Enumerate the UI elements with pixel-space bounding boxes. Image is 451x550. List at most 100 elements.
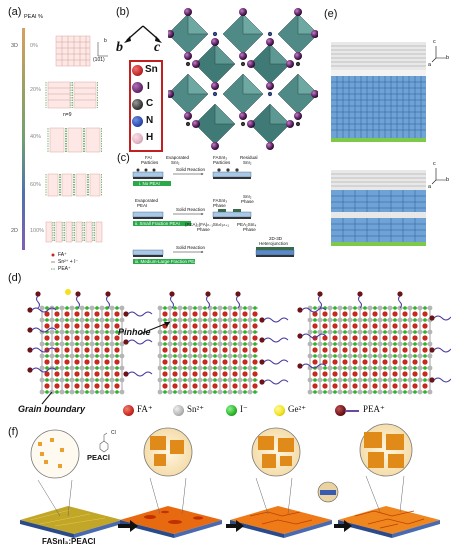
- fa-atom: [412, 323, 418, 329]
- element-legend-n: N: [132, 115, 162, 129]
- i-atom: [403, 318, 407, 322]
- i-atom: [353, 366, 357, 370]
- pea-chain: [301, 363, 327, 369]
- i-atom: [183, 306, 187, 310]
- fa-atom: [342, 311, 348, 317]
- fa-atom: [352, 371, 358, 377]
- c-r2-fasni3-phase: Phase: [213, 203, 226, 208]
- sn-atom: [157, 365, 163, 371]
- fa-atom: [392, 359, 398, 365]
- i-atom: [193, 390, 197, 394]
- c-ball-icon: [132, 99, 143, 110]
- fa-atom: [322, 347, 328, 353]
- sn-atom: [167, 329, 173, 335]
- fa-atom: [162, 347, 168, 353]
- i-atom: [313, 390, 317, 394]
- i-atom: [233, 342, 237, 346]
- pea-chain: [106, 295, 110, 309]
- sn-atom: [89, 341, 95, 347]
- sn-atom: [197, 353, 203, 359]
- i-atom: [223, 342, 227, 346]
- pea-chain: [76, 295, 80, 309]
- i-atom: [163, 342, 167, 346]
- fa-atom: [332, 335, 338, 341]
- fa-atom: [74, 359, 80, 365]
- i-atom: [115, 390, 119, 394]
- structure-40pct: [47, 127, 102, 153]
- sn-atom: [187, 365, 193, 371]
- i-atom: [423, 306, 427, 310]
- fa-atom: [104, 347, 110, 353]
- sn-atom: [417, 353, 423, 359]
- fa-atom: [104, 335, 110, 341]
- i-atom: [115, 342, 119, 346]
- pea-atom: [317, 291, 323, 297]
- i-atom: [423, 342, 427, 346]
- i-atom: [423, 366, 427, 370]
- i-atom: [55, 318, 59, 322]
- fa-atom: [94, 311, 100, 317]
- sn-atom: [247, 317, 253, 323]
- i-atom: [105, 318, 109, 322]
- i-atom: [373, 330, 377, 334]
- i-atom: [363, 354, 367, 358]
- sn-atom: [69, 353, 75, 359]
- axis-c-label-b: c: [154, 40, 161, 55]
- c-r2-sni2: SnI₂: [243, 194, 252, 199]
- pea-atom: [259, 379, 265, 385]
- fa-atom: [342, 383, 348, 389]
- sn-atom: [69, 329, 75, 335]
- i-atom: [343, 318, 347, 322]
- i-atom: [353, 306, 357, 310]
- sn-atom: [39, 377, 45, 383]
- axis-b-lower: b: [446, 177, 450, 183]
- sn-atom: [377, 389, 383, 395]
- substrate-label: FASnI₃:PEACl: [42, 537, 96, 546]
- sn-atom: [167, 353, 173, 359]
- i-atom: [45, 354, 49, 358]
- sn-atom: [187, 389, 193, 395]
- sn-atom: [197, 365, 203, 371]
- fa-atom: [402, 347, 408, 353]
- ge-ball-icon: [274, 405, 285, 416]
- i-atom: [343, 306, 347, 310]
- c-label: C: [146, 98, 154, 109]
- sn-atom: [247, 389, 253, 395]
- sn-atom: [49, 377, 55, 383]
- fa-atom: [362, 371, 368, 377]
- film-1: [20, 506, 122, 538]
- i-green-ball-icon: [226, 405, 237, 416]
- sn-atom: [109, 353, 115, 359]
- zoom-2: [143, 427, 193, 515]
- fa-atom: [182, 347, 188, 353]
- pct-20: 20%: [30, 87, 42, 93]
- i-atom: [243, 306, 247, 310]
- sn-atom: [237, 317, 243, 323]
- fa-atom: [44, 311, 50, 317]
- fa-atom: [84, 347, 90, 353]
- i-atom: [403, 390, 407, 394]
- fa-atom: [64, 347, 70, 353]
- fa-atom: [352, 383, 358, 389]
- pea-chain: [318, 295, 322, 309]
- fa-atom: [382, 347, 388, 353]
- pea-chain: [170, 295, 174, 309]
- fa-atom: [352, 359, 358, 365]
- fa-atom: [182, 371, 188, 377]
- panel-b-label: (b): [116, 6, 130, 18]
- fa-atom: [172, 323, 178, 329]
- sn-atom: [407, 389, 413, 395]
- sn-atom: [237, 377, 243, 383]
- c-r3-arrow-text: Solid Reaction: [176, 245, 206, 250]
- peai-header: PEAI %: [24, 14, 43, 20]
- sn-atom: [307, 377, 313, 383]
- fa-atom: [202, 371, 208, 377]
- fa-atom: [402, 359, 408, 365]
- i-atom: [163, 366, 167, 370]
- i-atom: [213, 342, 217, 346]
- sn-atom: [397, 353, 403, 359]
- i-atom: [163, 390, 167, 394]
- i-atom: [55, 342, 59, 346]
- fa-atom: [54, 347, 60, 353]
- h-label: H: [146, 132, 154, 143]
